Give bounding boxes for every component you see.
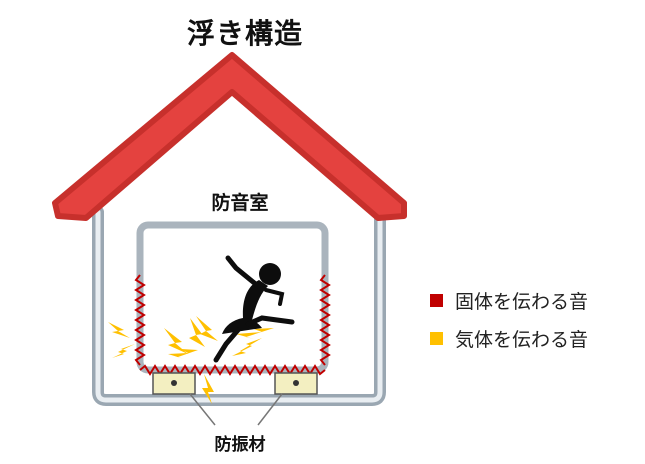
- lightning-icon: [232, 338, 262, 356]
- diagram-title: 浮き構造: [186, 17, 303, 50]
- air-sound-bolts: [108, 316, 274, 404]
- legend-label-air: 気体を伝わる音: [455, 328, 589, 351]
- soundproof-room-label: 防音室: [211, 192, 269, 214]
- air-sound-swatch: [430, 331, 443, 345]
- solid-sound-wave-right: [319, 274, 331, 366]
- anti-vibration-pad-left: [152, 372, 196, 395]
- lightning-icon: [168, 349, 198, 359]
- legend: 固体を伝わる音 気体を伝わる音: [430, 286, 640, 362]
- house-inner-wall: [95, 209, 383, 403]
- lightning-icon: [112, 344, 135, 358]
- legend-item-solid: 固体を伝わる音: [430, 286, 640, 314]
- lightning-icon: [196, 316, 218, 341]
- lightning-icon: [108, 322, 130, 338]
- anti-vibration-pad-right: [274, 372, 318, 395]
- pad-leader-line-right: [257, 393, 283, 426]
- legend-label-solid: 固体を伝わる音: [455, 290, 589, 313]
- lightning-icon: [202, 374, 214, 404]
- house-roof: [52, 52, 407, 221]
- lightning-icon: [189, 318, 205, 347]
- soundproof-room: [136, 221, 329, 374]
- dancer-icon: [213, 255, 295, 363]
- legend-item-air: 気体を伝わる音: [430, 324, 640, 352]
- lightning-icon: [236, 328, 274, 339]
- anti-vibration-pad-label: 防振材: [214, 435, 266, 455]
- solid-sound-swatch: [430, 293, 443, 307]
- pad-leader-line-left: [189, 393, 216, 426]
- solid-sound-wave-left: [134, 274, 146, 366]
- lightning-icon: [164, 328, 188, 354]
